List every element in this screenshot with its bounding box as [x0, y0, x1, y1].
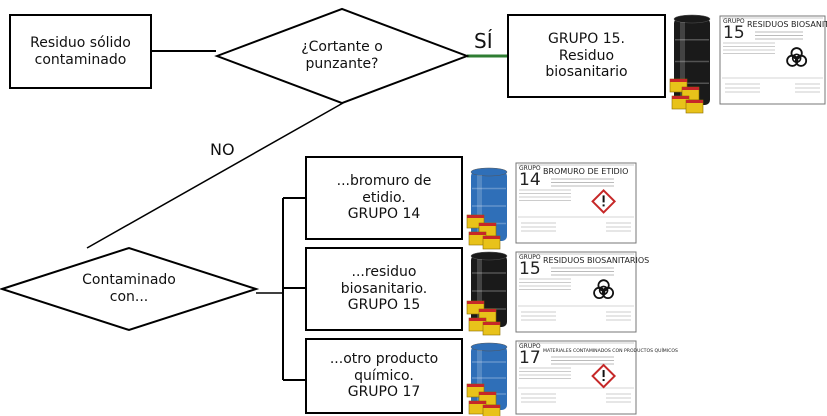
label-group-number: 15 — [723, 23, 745, 43]
label-grupo-word: GRUPO — [519, 343, 541, 350]
container-group17 — [466, 342, 508, 416]
drum-lid — [673, 14, 711, 24]
label-grupo-word: GRUPO — [519, 254, 541, 261]
drum-lid — [470, 167, 508, 177]
container-group14 — [466, 167, 508, 250]
branch-box-2 — [305, 247, 463, 331]
no-label: NO — [210, 140, 235, 159]
hazard-diamond-icon — [591, 188, 617, 214]
biohazard-icon — [786, 47, 808, 67]
label-grupo-word: GRUPO — [723, 18, 745, 25]
group15-top-box — [507, 14, 666, 98]
label-group-number: 15 — [519, 259, 541, 279]
label-frame — [515, 251, 637, 333]
group15-top-text: GRUPO 15. Residuo biosanitario — [545, 30, 628, 81]
drum-lid — [470, 251, 508, 261]
label-title: MATERIALES CONTAMINADOS CON PRODUCTOS QU… — [543, 347, 678, 354]
container-group15-top — [669, 14, 711, 114]
label-grupo-word: GRUPO — [519, 165, 541, 172]
decision-sharp-diamond — [214, 7, 470, 105]
connector-no — [86, 102, 344, 249]
decision-sharp-text: ¿Cortante o punzante? — [301, 39, 383, 72]
label-group-number: 14 — [519, 170, 541, 190]
label-title: BROMURO DE ETIDIO — [543, 167, 628, 176]
label-frame — [515, 162, 637, 244]
biohazard-icon — [593, 279, 615, 299]
drum-lid — [470, 342, 508, 352]
branch-box-1 — [305, 156, 463, 240]
decision-contaminated-text: Contaminado con... — [82, 272, 176, 305]
label-title: RESIDUOS BIOSANITARIOS — [543, 256, 649, 265]
label-frame — [719, 15, 826, 105]
decision-contaminated-diamond — [0, 246, 260, 332]
container-group15 — [466, 251, 508, 336]
branch-text-3: ...otro producto químico. GRUPO 17 — [329, 350, 439, 401]
yes-label: SÍ — [474, 29, 493, 53]
label-group-number: 17 — [519, 348, 541, 368]
label-title: RESIDUOS BIOSANITARIOS — [747, 20, 827, 29]
start-node-box — [9, 14, 152, 89]
branch-text-1: ...bromuro de etidio. GRUPO 14 — [336, 172, 432, 223]
branch-box-3 — [305, 338, 463, 414]
start-node-text: Residuo sólido contaminado — [30, 34, 131, 68]
branch-text-2: ...residuo biosanitario. GRUPO 15 — [340, 263, 428, 314]
hazard-diamond-icon — [591, 363, 617, 389]
